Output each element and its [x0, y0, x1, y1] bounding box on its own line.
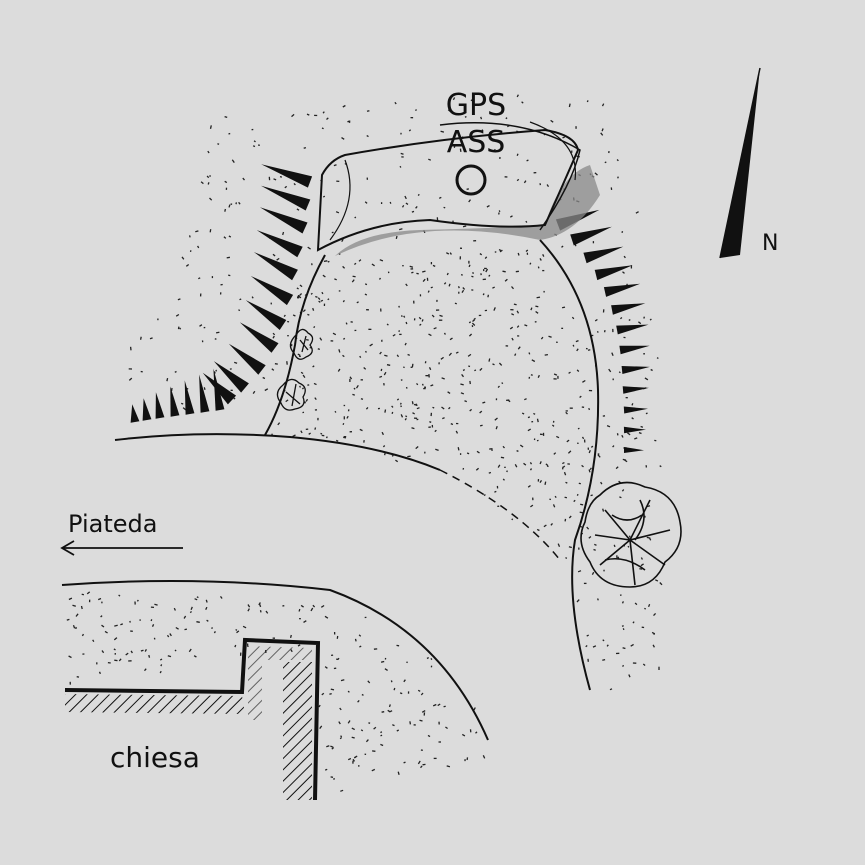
direction-label: Piateda [68, 510, 157, 538]
north-label: N [762, 231, 778, 256]
tree-icon [580, 481, 682, 588]
church-label: chiesa [110, 741, 200, 774]
gps-point-icon [455, 164, 487, 196]
hill-outline [114, 239, 600, 691]
ass-label: ASS [447, 125, 506, 160]
slope-hachures [130, 164, 650, 453]
stipple-texture [66, 94, 663, 792]
shrub-icon [276, 328, 314, 411]
rock-outcrop [316, 121, 600, 256]
church [64, 637, 321, 801]
gps-label: GPS [446, 88, 506, 123]
north-arrow-icon [719, 67, 761, 259]
road [61, 580, 489, 741]
direction-arrow-icon [60, 540, 183, 556]
